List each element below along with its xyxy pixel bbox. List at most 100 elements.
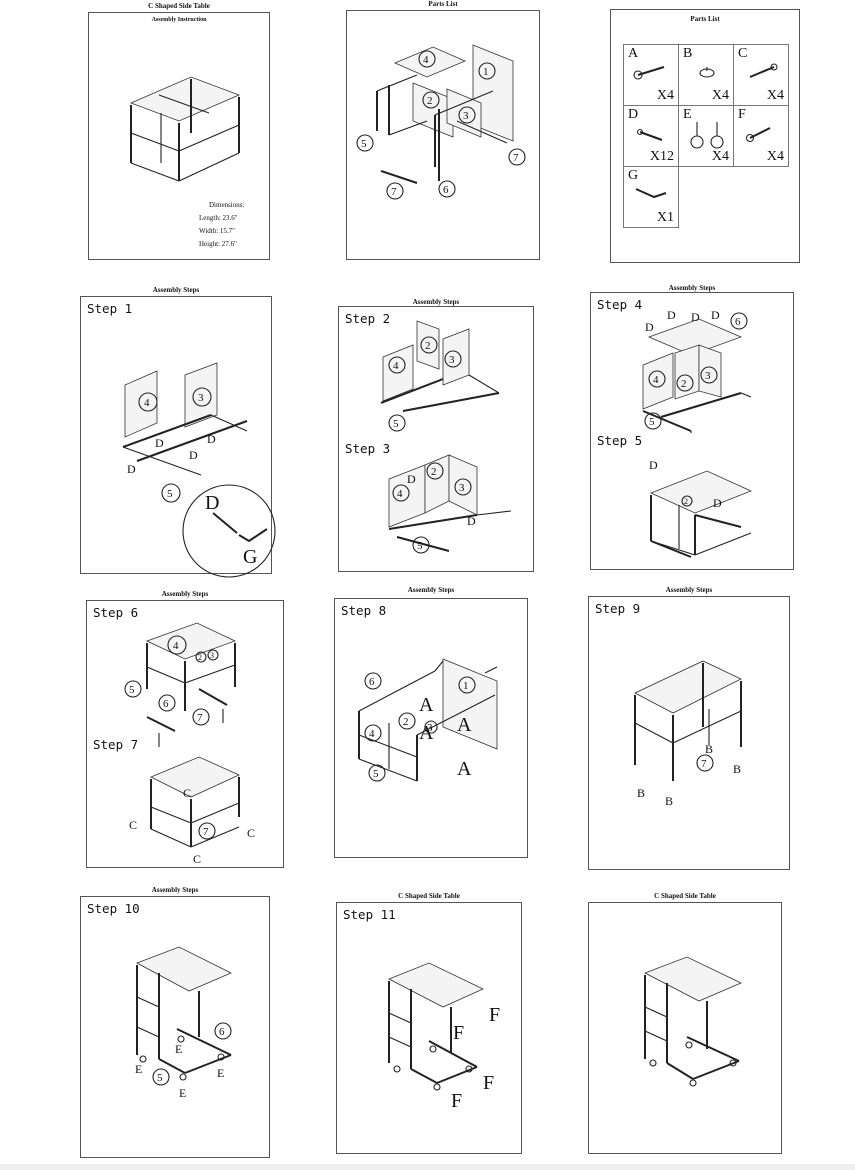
- step-10-e-3: E: [217, 1066, 224, 1080]
- step-2-drawing: 4 2 3 5: [380, 320, 500, 432]
- part-number-3: 3: [463, 110, 469, 122]
- step-3-drawing: 4 2 3 5 D D: [388, 454, 512, 554]
- part-number-5: 5: [361, 138, 367, 150]
- step-8-a-1: A: [419, 694, 434, 716]
- dims-height: Height: 27.6": [199, 240, 237, 248]
- screw-a-icon: [633, 66, 665, 80]
- step-1-panel: Assembly Steps Step 1 4 3 5 D D D D D G: [80, 286, 276, 578]
- cover-title: C Shaped Side Table: [148, 2, 210, 10]
- step-5-d-1: D: [649, 458, 658, 472]
- hardware-panel: Parts List A X4 B X4 C X4 D X12 E X4 F X…: [610, 9, 800, 263]
- dims-width: Width: 15.7": [199, 227, 236, 235]
- product-caption-1: C Shaped Side Table: [398, 892, 460, 900]
- step-11-f-1: F: [453, 1022, 464, 1044]
- step-10-part-5: 5: [157, 1072, 163, 1084]
- cover-table-drawing: [129, 76, 241, 182]
- step-11-f-2: F: [489, 1004, 500, 1026]
- step-8-part-2: 2: [403, 716, 409, 728]
- step-1-part-4: 4: [144, 397, 150, 409]
- step-3-part-2: 2: [431, 466, 437, 478]
- hardware-qty-a: X4: [656, 88, 674, 103]
- step-3-part-4: 4: [397, 488, 403, 500]
- step-4-part-3: 3: [705, 370, 711, 382]
- step-5-d-2: D: [713, 496, 722, 510]
- step-4-5-frame: Step 4 Step 5 D D D D 6 4 2 3 5: [590, 292, 794, 570]
- step-4-d-4: D: [711, 308, 720, 322]
- step-1-d-3: D: [127, 462, 136, 476]
- assembly-caption-3: Assembly Steps: [668, 284, 716, 292]
- assembly-caption-2: Assembly Steps: [412, 298, 460, 306]
- parts-exploded-drawing: 4 1 2 3 5 7 7 6: [356, 44, 526, 200]
- cover-panel: C Shaped Side Table Assembly Instruction…: [88, 2, 270, 260]
- step-6-7-panel: Assembly Steps Step 6 Step 7 4 2 3 5 6 7: [86, 590, 284, 868]
- part-number-2: 2: [427, 95, 433, 107]
- step-6-part-6: 6: [163, 698, 169, 710]
- step-7-c-3: C: [247, 826, 255, 840]
- step-1-detail-d: D: [205, 492, 219, 514]
- step-7-c-4: C: [193, 852, 201, 866]
- part-number-4: 4: [423, 54, 429, 66]
- step-4-d-1: D: [645, 320, 654, 334]
- step-8-drawing: 6 1 2 3 4 5 A A A A: [358, 658, 498, 782]
- hardware-qty-b: X4: [711, 88, 729, 103]
- final-panel: C Shaped Side Table: [588, 892, 782, 1154]
- step-1-part-5: 5: [167, 488, 173, 500]
- hardware-qty-c: X4: [766, 88, 784, 103]
- step-10-part-6: 6: [219, 1026, 225, 1038]
- step-2-label: Step 2: [345, 311, 391, 326]
- part-number-1: 1: [483, 66, 489, 78]
- step-10-e-1: E: [135, 1062, 142, 1076]
- step-6-part-5: 5: [129, 684, 135, 696]
- step-9-panel: Assembly Steps Step 9 B B B B 7: [588, 586, 790, 870]
- assembly-caption-4: Assembly Steps: [161, 590, 209, 598]
- step-3-d-2: D: [467, 514, 476, 528]
- hardware-letter-c: C: [738, 46, 748, 61]
- step-9-label: Step 9: [595, 601, 641, 616]
- step-5-drawing: D D 2: [649, 458, 753, 558]
- step-10-e-4: E: [179, 1086, 186, 1100]
- parts-list-panel: Parts List 4 1 2 3 5 7 7 6: [346, 0, 540, 262]
- hardware-cell-b: B X4: [678, 44, 734, 106]
- step-6-part-3: 3: [210, 651, 214, 660]
- hardware-qty-d: X12: [649, 149, 674, 164]
- hardware-cell-a: A X4: [623, 44, 679, 106]
- step-9-b-2: B: [733, 762, 741, 776]
- product-caption-2: C Shaped Side Table: [654, 892, 716, 900]
- parts-list-title: Parts List: [428, 0, 458, 8]
- dims-title: Dimensions:: [209, 201, 245, 209]
- step-4-part-4: 4: [653, 374, 659, 386]
- step-11-label: Step 11: [343, 907, 396, 922]
- step-3-d-1: D: [407, 472, 416, 486]
- step-1-part-3: 3: [198, 392, 204, 404]
- step-8-a-2: A: [457, 714, 472, 736]
- step-11-f-4: F: [451, 1090, 462, 1112]
- step-1-d-2: D: [207, 432, 216, 446]
- step-6-7-frame: Step 6 Step 7 4 2 3 5 6 7: [86, 600, 284, 868]
- step-9-b-3: B: [637, 786, 645, 800]
- part-number-7b: 7: [391, 186, 397, 198]
- part-number-6: 6: [443, 184, 449, 196]
- hardware-cell-f: F X4: [733, 105, 789, 167]
- hardware-cell-d: D X12: [623, 105, 679, 167]
- step-7-c-2: C: [129, 818, 137, 832]
- hardware-letter-g: G: [628, 168, 639, 183]
- step-8-panel: Assembly Steps Step 8 6 1 2 3 4 5 A A A …: [334, 586, 528, 858]
- step-8-part-5: 5: [373, 768, 379, 780]
- step-2-3-frame: Step 2 Step 3 4 2 3 5 4 2 3 5 D D: [338, 306, 534, 572]
- step-1-frame: Step 1 4 3 5 D D D D D G: [80, 296, 276, 578]
- step-9-frame: Step 9 B B B B 7: [588, 596, 790, 870]
- hardware-qty-g: X1: [656, 210, 674, 225]
- dimensions-block: Dimensions: Length: 23.6" Width: 15.7" H…: [199, 199, 244, 251]
- hardware-qty-e: X4: [711, 149, 729, 164]
- cover-frame: Assembly Instruction Dimensions: Length:…: [88, 12, 270, 260]
- step-8-label: Step 8: [341, 603, 387, 618]
- final-frame: [588, 902, 782, 1154]
- step-10-panel: Assembly Steps Step 10 E E E E 6 5: [80, 886, 270, 1158]
- step-8-a-4: A: [457, 758, 472, 780]
- step-7-part-7: 7: [203, 826, 209, 838]
- step-4-part-5: 5: [649, 416, 655, 428]
- step-7-label: Step 7: [93, 737, 139, 752]
- step-3-label: Step 3: [345, 441, 391, 456]
- step-8-part-1: 1: [463, 680, 469, 692]
- step-1-d-1: D: [155, 436, 164, 450]
